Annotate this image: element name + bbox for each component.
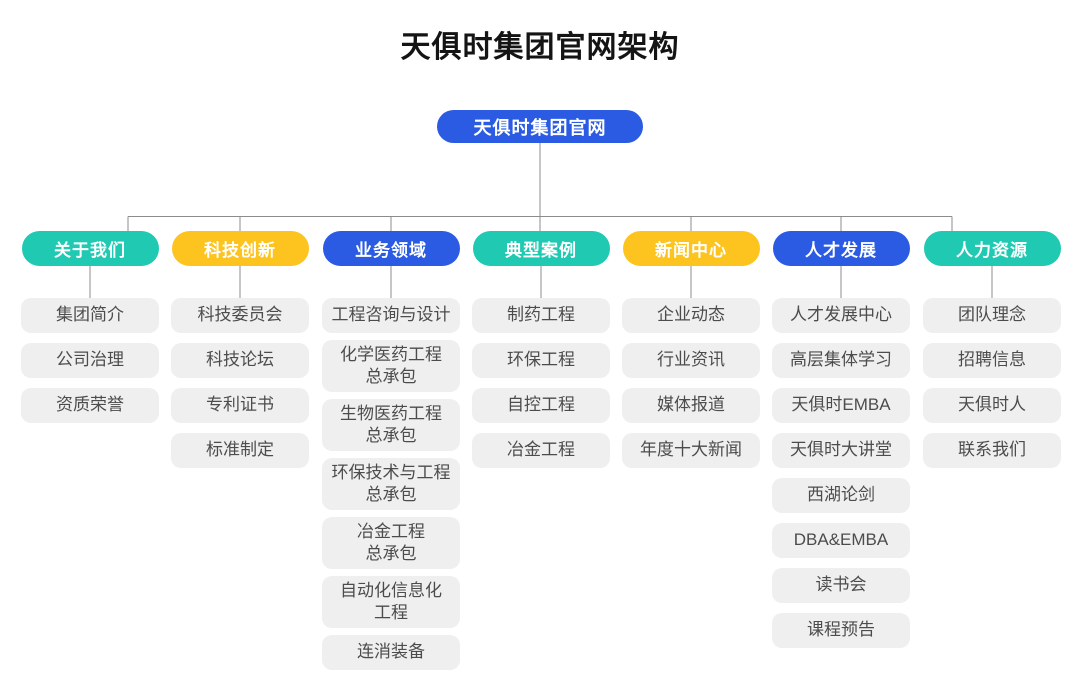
child-item: 环保技术与工程 总承包 [322, 458, 460, 510]
child-item: 企业动态 [622, 298, 760, 333]
child-item: 连消装备 [322, 635, 460, 670]
root-node: 天俱时集团官网 [437, 110, 643, 143]
child-item: 公司治理 [21, 343, 159, 378]
child-item: 自动化信息化 工程 [322, 576, 460, 628]
child-item: 读书会 [772, 568, 910, 603]
child-item: 天俱时人 [923, 388, 1061, 423]
diagram-title: 天俱时集团官网架构 [400, 31, 680, 64]
child-item: 制药工程 [472, 298, 610, 333]
child-item: 年度十大新闻 [622, 433, 760, 468]
child-item: 联系我们 [923, 433, 1061, 468]
child-item: 资质荣誉 [21, 388, 159, 423]
child-item: 冶金工程 [472, 433, 610, 468]
child-item: 工程咨询与设计 [322, 298, 460, 333]
child-item: 高层集体学习 [772, 343, 910, 378]
child-item: DBA&EMBA [772, 523, 910, 558]
child-item: 生物医药工程 总承包 [322, 399, 460, 451]
child-item: 科技论坛 [171, 343, 309, 378]
branch-pill-3: 业务领域 [322, 231, 460, 266]
child-item: 课程预告 [772, 613, 910, 648]
child-item: 天俱时EMBA [772, 388, 910, 423]
child-item: 人才发展中心 [772, 298, 910, 333]
branch-pill-4: 典型案例 [472, 231, 610, 266]
child-item: 西湖论剑 [772, 478, 910, 513]
child-item: 自控工程 [472, 388, 610, 423]
child-item: 环保工程 [472, 343, 610, 378]
child-item: 化学医药工程 总承包 [322, 340, 460, 392]
child-item: 标准制定 [171, 433, 309, 468]
branch-pill-7: 人力资源 [923, 231, 1061, 266]
branch-pill-1: 关于我们 [21, 231, 159, 266]
child-item: 冶金工程 总承包 [322, 517, 460, 569]
child-item: 招聘信息 [923, 343, 1061, 378]
child-item: 专利证书 [171, 388, 309, 423]
branch-pill-6: 人才发展 [772, 231, 910, 266]
child-item: 集团简介 [21, 298, 159, 333]
child-item: 团队理念 [923, 298, 1061, 333]
branch-pill-2: 科技创新 [171, 231, 309, 266]
child-item: 科技委员会 [171, 298, 309, 333]
branch-pill-5: 新闻中心 [622, 231, 760, 266]
connector-path [89, 143, 993, 298]
child-item: 媒体报道 [622, 388, 760, 423]
child-item: 行业资讯 [622, 343, 760, 378]
child-item: 天俱时大讲堂 [772, 433, 910, 468]
